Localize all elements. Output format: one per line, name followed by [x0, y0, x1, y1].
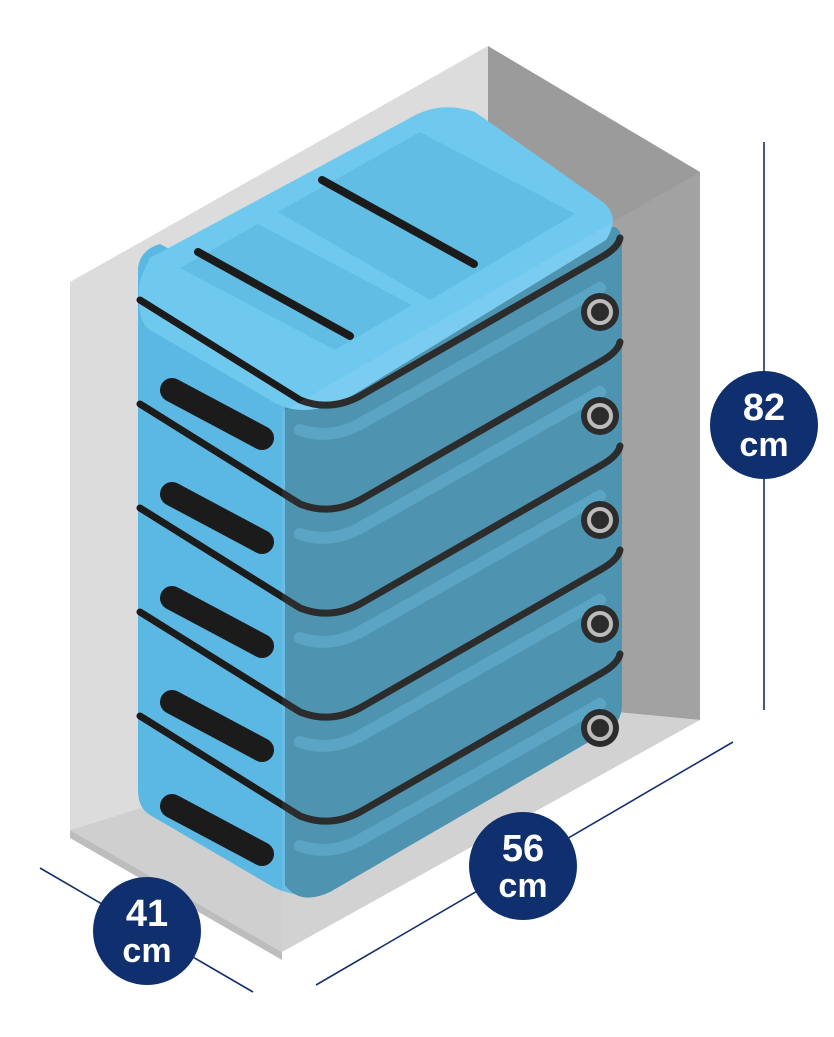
depth-badge: 41 cm [93, 877, 201, 985]
side-handle [160, 794, 274, 866]
width-unit: cm [498, 867, 547, 905]
top-grip-left [194, 248, 354, 340]
suitcase-layer-stripe [136, 234, 624, 409]
wheel-hub [587, 507, 613, 533]
wheel-hub [587, 299, 613, 325]
top-grip-right [318, 176, 478, 268]
suitcase-layer-stripe [136, 650, 624, 825]
wheel-outer [581, 501, 619, 539]
suitcase-layer-band [294, 386, 606, 544]
wheel-outer [581, 709, 619, 747]
top-panel-left [180, 224, 412, 350]
wheel-outer [581, 605, 619, 643]
wheel-outer [581, 397, 619, 435]
suitcase-layer-band [294, 282, 606, 440]
depth-value: 41 [126, 893, 168, 935]
wheel-hub [587, 403, 613, 429]
depth-unit: cm [122, 932, 171, 970]
width-badge: 56 cm [469, 812, 577, 920]
side-handle [160, 482, 274, 554]
suitcase-layer-band [294, 698, 606, 856]
width-value: 56 [502, 828, 544, 870]
suitcase-layer-stripe [136, 338, 624, 513]
height-unit: cm [739, 426, 788, 464]
wheel-hub [587, 715, 613, 741]
suitcase-layer-band [294, 490, 606, 648]
suitcase-layer-band [294, 594, 606, 752]
suitcase-stack [136, 107, 624, 898]
top-panel-right [278, 132, 575, 300]
box-front [282, 172, 700, 952]
box-front-wall [282, 172, 700, 952]
side-handle [160, 690, 274, 762]
suitcase-layer-stripe [136, 442, 624, 617]
wheel-outer [581, 293, 619, 331]
height-value: 82 [743, 387, 785, 429]
suitcase-layer-stripe [136, 546, 624, 721]
side-handle [160, 586, 274, 658]
side-handle [160, 378, 274, 450]
wheel-hub [587, 611, 613, 637]
height-badge: 82 cm [710, 371, 818, 479]
